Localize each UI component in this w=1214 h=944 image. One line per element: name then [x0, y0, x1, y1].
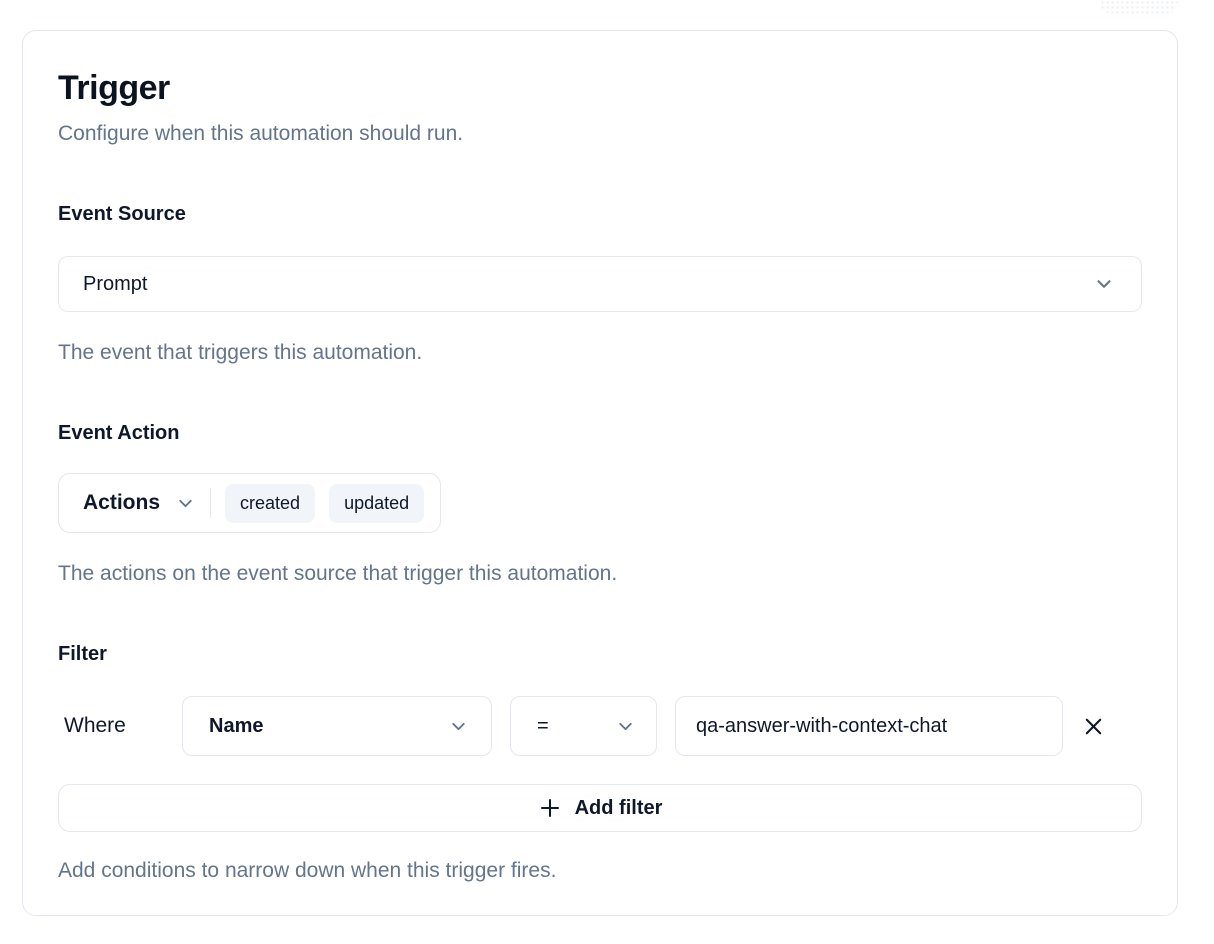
event-source-help: The event that triggers this automation.	[58, 341, 423, 364]
event-source-selected-value: Prompt	[83, 272, 148, 295]
add-filter-button[interactable]: Add filter	[58, 784, 1142, 832]
chevron-down-icon	[452, 722, 465, 730]
divider	[210, 488, 212, 518]
trigger-card: Trigger Configure when this automation s…	[22, 30, 1178, 916]
plus-icon	[540, 799, 559, 817]
action-chip-updated[interactable]: updated	[329, 483, 425, 523]
chevron-down-icon	[179, 499, 192, 507]
chevron-down-icon	[619, 722, 632, 730]
filter-value-input[interactable]	[675, 696, 1063, 756]
event-action-dropdown-label: Actions	[83, 491, 161, 514]
filter-operator-select[interactable]: =	[510, 696, 657, 756]
close-icon	[1085, 718, 1101, 734]
event-source-select[interactable]: Prompt	[58, 256, 1142, 312]
action-chip-created[interactable]: created	[225, 483, 316, 523]
filter-field-select[interactable]: Name	[182, 696, 492, 756]
filter-field-selected-value: Name	[209, 714, 264, 737]
page-title: Trigger	[58, 69, 170, 107]
event-action-label: Event Action	[58, 422, 180, 444]
where-label: Where	[64, 714, 126, 737]
event-action-dropdown[interactable]: Actions	[83, 491, 196, 515]
filter-operator-selected-value: =	[537, 714, 549, 737]
add-filter-label: Add filter	[574, 796, 663, 819]
chevron-down-icon	[1097, 280, 1111, 288]
filter-help: Add conditions to narrow down when this …	[58, 859, 557, 882]
event-source-label: Event Source	[58, 203, 186, 225]
filter-condition-row: Where Name =	[58, 696, 1142, 756]
remove-filter-button[interactable]	[1069, 702, 1117, 750]
event-action-box: Actions created updated	[58, 473, 442, 533]
filter-label: Filter	[58, 643, 107, 665]
event-action-help: The actions on the event source that tri…	[58, 562, 618, 585]
page-subtitle: Configure when this automation should ru…	[58, 122, 464, 145]
clipped-top-right-artifact	[1100, 0, 1178, 14]
